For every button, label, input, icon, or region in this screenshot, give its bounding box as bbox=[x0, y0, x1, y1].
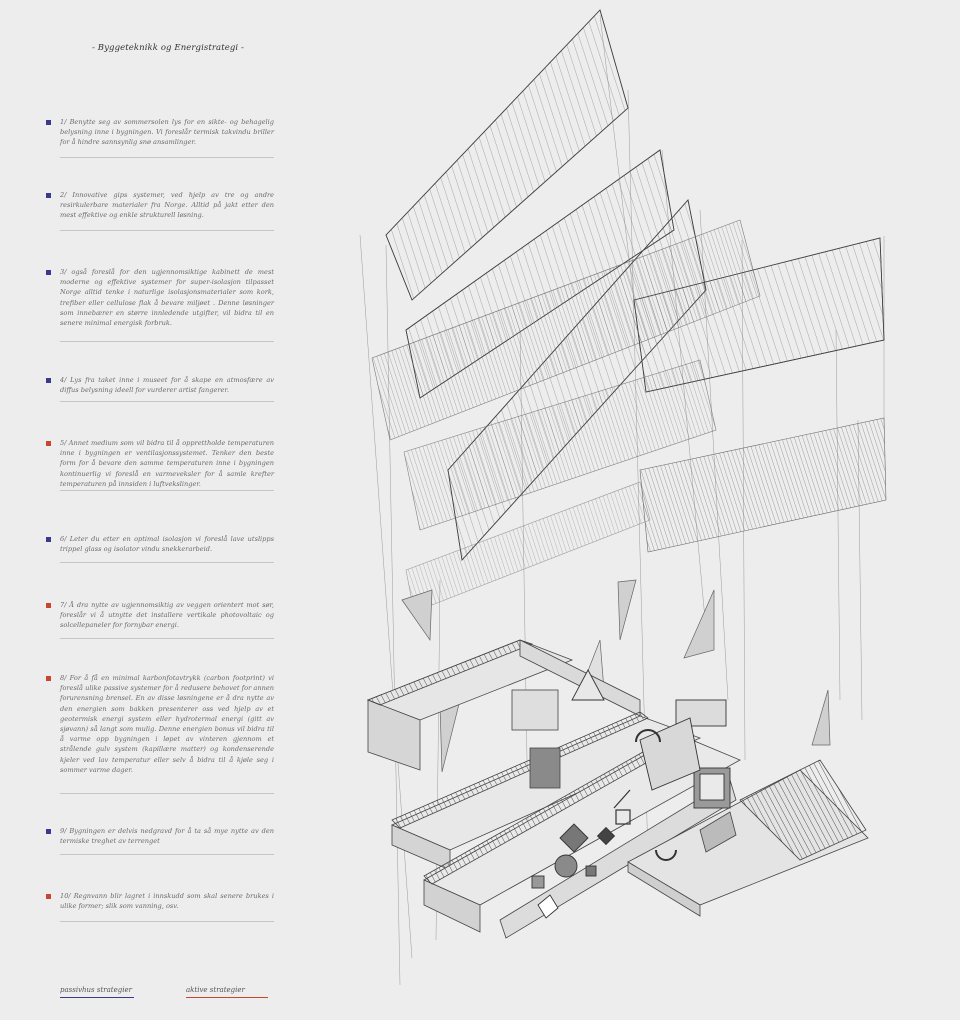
sphere-sculpture bbox=[554, 854, 578, 878]
diamond-sculpture bbox=[559, 823, 589, 853]
strategy-text: 2/ Innovative gips systemer, ved hjelp a… bbox=[60, 191, 274, 220]
strategy-text: 1/ Benytte seg av sommersolen lys for en… bbox=[60, 118, 274, 147]
strategy-item: 9/ Bygningen er delvis nedgravd for å ta… bbox=[46, 826, 274, 855]
passive-strategy-bullet bbox=[46, 537, 51, 542]
strategy-text: 3/ også foreslå for den ugjennomsiktige … bbox=[60, 268, 274, 328]
strategy-divider bbox=[60, 638, 274, 639]
legend-active: aktive strategier bbox=[186, 986, 268, 998]
passive-strategy-bullet bbox=[46, 270, 51, 275]
strategy-item: 1/ Benytte seg av sommersolen lys for en… bbox=[46, 117, 274, 158]
strategy-text: 9/ Bygningen er delvis nedgravd for å ta… bbox=[60, 827, 274, 846]
arch-sculpture bbox=[635, 729, 661, 743]
small-block-sculpture bbox=[585, 865, 597, 877]
strategy-divider bbox=[60, 401, 274, 402]
legend-passive-line bbox=[60, 997, 134, 998]
strategy-item: 8/ For å få en minimal karbonfotavtrykk … bbox=[46, 673, 274, 794]
floor-slab-upper bbox=[366, 639, 641, 771]
strategy-divider bbox=[60, 157, 274, 158]
passive-strategy-bullet bbox=[46, 120, 51, 125]
roof-panel-4 bbox=[633, 237, 885, 393]
passive-strategy-bullet bbox=[46, 193, 51, 198]
strategy-text: 6/ Leter du etter en optimal isolasjon v… bbox=[60, 535, 274, 554]
structure-ribs-right bbox=[639, 417, 887, 553]
sculptures bbox=[531, 669, 677, 919]
active-strategy-bullet bbox=[46, 441, 51, 446]
legend-active-line bbox=[186, 997, 268, 998]
room-volumes bbox=[639, 699, 731, 809]
triangle-sculpture bbox=[571, 669, 605, 701]
strategy-divider bbox=[60, 341, 274, 342]
strategy-item: 3/ også foreslå for den ugjennomsiktige … bbox=[46, 267, 274, 342]
active-strategy-bullet bbox=[46, 603, 51, 608]
strategy-text: 7/ Å dra nytte av ugjennomsiktig av vegg… bbox=[60, 601, 274, 630]
active-strategy-bullet bbox=[46, 676, 51, 681]
square-sculpture bbox=[596, 826, 616, 846]
strategy-item: 10/ Regnvann blir lagret i innskudd som … bbox=[46, 891, 274, 922]
legend-active-label: aktive strategier bbox=[186, 986, 245, 994]
legend-passive: passivhus strategier bbox=[60, 986, 134, 998]
strategy-divider bbox=[60, 562, 274, 563]
page-title: - Byggeteknikk og Energistrategi - bbox=[92, 43, 245, 53]
strategy-text: 8/ For å få en minimal karbonfotavtrykk … bbox=[60, 674, 274, 774]
strategy-divider bbox=[60, 854, 274, 855]
legend-passive-label: passivhus strategier bbox=[60, 986, 132, 994]
strategy-divider bbox=[60, 230, 274, 231]
structure-ribs-middle bbox=[403, 359, 717, 531]
floor-slab-right bbox=[627, 759, 869, 917]
passive-strategy-bullet bbox=[46, 829, 51, 834]
roof-panel-1 bbox=[385, 9, 629, 301]
arc-sculpture-lower bbox=[655, 849, 677, 861]
strategy-item: 2/ Innovative gips systemer, ved hjelp a… bbox=[46, 190, 274, 231]
structure-ribs-left bbox=[371, 219, 761, 441]
strategy-item: 5/ Annet medium som vil bidra til å oppr… bbox=[46, 438, 274, 491]
strategy-text: 10/ Regnvann blir lagret i innskudd som … bbox=[60, 892, 274, 911]
wall-planes bbox=[401, 579, 831, 773]
strategy-item: 4/ Lys fra taket inne i museet for å ska… bbox=[46, 375, 274, 402]
strategy-divider bbox=[60, 921, 274, 922]
strategy-item: 7/ Å dra nytte av ugjennomsiktig av vegg… bbox=[46, 600, 274, 639]
active-strategy-bullet bbox=[46, 894, 51, 899]
strategy-item: 6/ Leter du etter en optimal isolasjon v… bbox=[46, 534, 274, 563]
floor-slab-middle bbox=[390, 689, 702, 871]
strategy-text: 5/ Annet medium som vil bidra til å oppr… bbox=[60, 439, 274, 488]
cube-sculpture bbox=[531, 875, 545, 889]
strategy-text: 4/ Lys fra taket inne i museet for å ska… bbox=[60, 376, 274, 395]
passive-strategy-bullet bbox=[46, 378, 51, 383]
frame-sculpture bbox=[537, 894, 559, 919]
strategy-divider bbox=[60, 793, 274, 794]
strategy-divider bbox=[60, 490, 274, 491]
